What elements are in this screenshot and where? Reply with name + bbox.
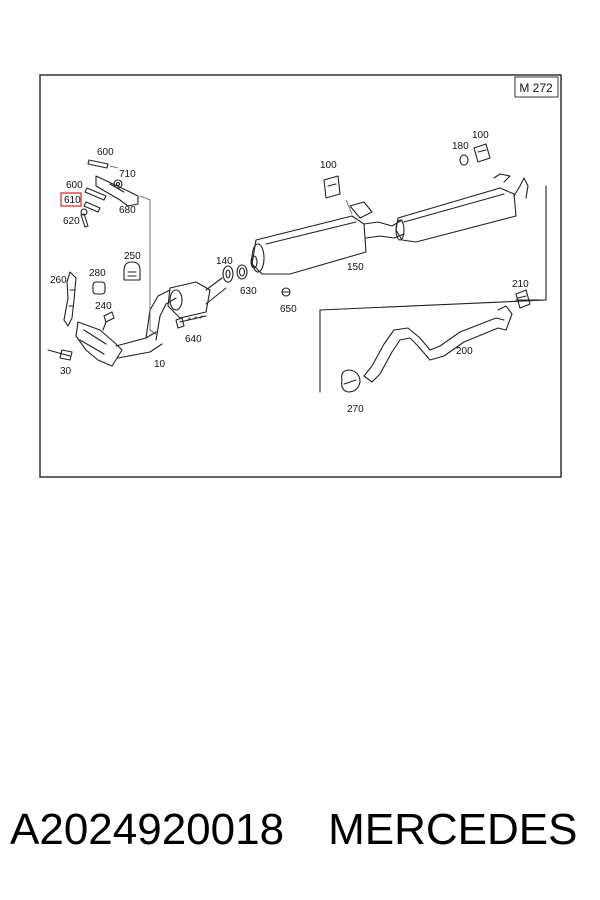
clamp-630 [236,264,248,280]
label-240: 240 [95,301,112,312]
label-140: 140 [216,256,233,267]
diagram-frame [39,74,562,478]
lower-assembly-outline [319,185,547,393]
bolt-640 [175,315,207,329]
label-100-rear: 100 [472,130,489,141]
label-640: 640 [185,334,202,345]
ring-180 [459,154,469,166]
bolt-600-top [87,159,109,169]
rear-muffler [395,173,529,243]
hanger-100-rear [473,143,491,163]
front-muffler-150 [250,215,405,275]
part-caption: A2024920018 MERCEDES [10,800,600,860]
label-600-top: 600 [97,147,114,158]
label-270: 270 [347,404,364,415]
nut-710 [113,179,123,189]
label-180: 180 [452,141,469,152]
highlight-box-610 [60,192,82,207]
part-number: A2024920018 [10,805,285,854]
sensor-240 [102,311,115,331]
brand-name: MERCEDES [328,805,578,854]
bolt-30 [47,349,73,361]
label-680: 680 [119,205,136,216]
model-code: M 272 [519,81,553,95]
label-100-middle: 100 [320,160,337,171]
label-650: 650 [280,304,297,315]
label-10: 10 [154,359,166,370]
label-280: 280 [89,268,106,279]
bracket-middle [349,201,373,219]
label-250: 250 [124,251,141,262]
label-630: 630 [240,286,257,297]
label-610: 610 [64,195,81,206]
label-210: 210 [512,279,529,290]
hanger-210 [515,289,531,309]
bolt-600-lower [84,187,107,201]
tail-pipe-200 [363,305,513,383]
sleeve-280 [92,281,106,295]
center-catalyst-section [167,277,227,319]
front-pipe-catalytic-converter-10 [75,289,177,367]
label-150: 150 [347,262,364,273]
label-600-lower: 600 [66,180,83,191]
label-30: 30 [60,366,72,377]
hanger-100-middle [323,175,341,199]
label-620: 620 [63,216,80,227]
nut-650 [281,287,291,297]
model-code-box [514,76,559,98]
washer-610 [83,201,101,213]
label-260: 260 [50,275,67,286]
clamp-250 [123,261,141,281]
label-710: 710 [119,169,136,180]
bolt-620 [80,208,89,228]
clamp-270 [341,369,361,393]
gasket-140 [222,265,234,283]
heat-shield-260 [63,271,77,327]
label-200: 200 [456,346,473,357]
